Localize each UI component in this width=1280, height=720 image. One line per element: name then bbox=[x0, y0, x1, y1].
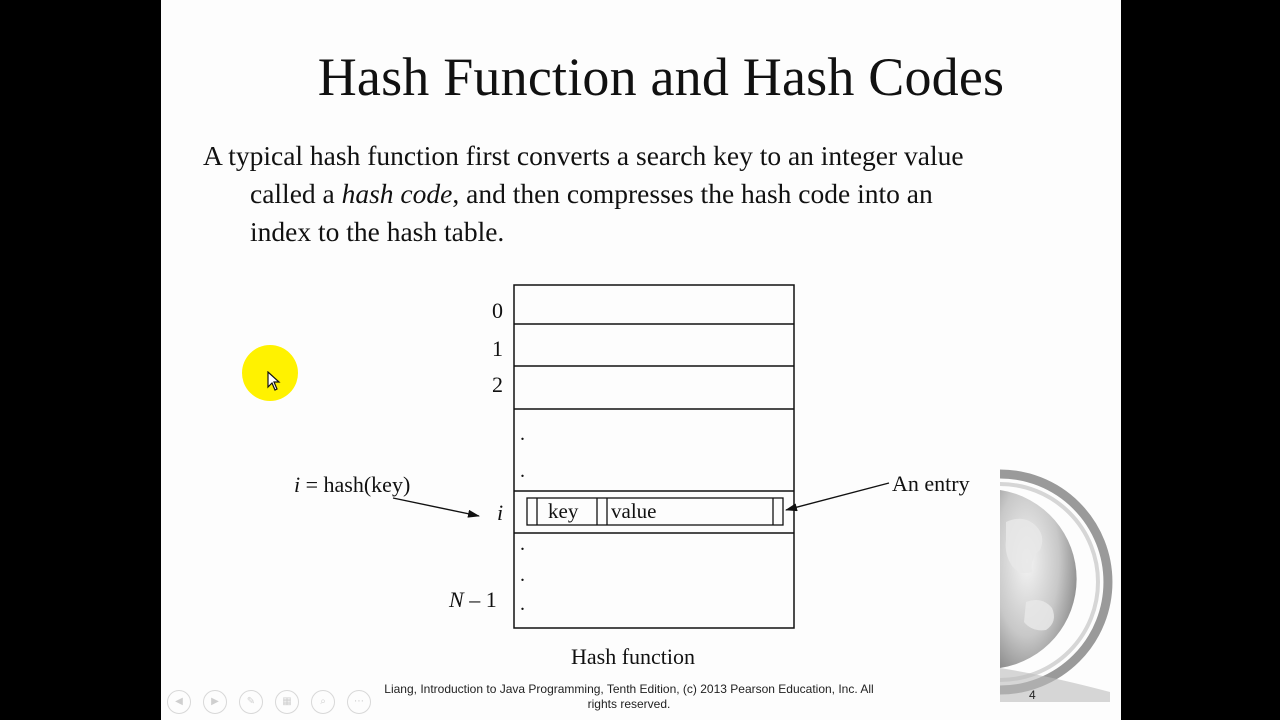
more-options-button[interactable]: ⋯ bbox=[347, 690, 371, 714]
paragraph-line-3: index to the hash table. bbox=[250, 216, 505, 247]
entry-arrow bbox=[785, 482, 890, 512]
hash-table bbox=[513, 284, 795, 629]
paragraph-line-2: called a hash code, and then compresses … bbox=[203, 175, 1103, 213]
ellipsis-dot: . bbox=[520, 533, 525, 555]
slide: Hash Function and Hash Codes A typical h… bbox=[161, 0, 1121, 720]
entry-value-label: value bbox=[611, 499, 656, 523]
slide-title: Hash Function and Hash Codes bbox=[317, 47, 1005, 107]
row-label-0: 0 bbox=[492, 298, 503, 323]
globe-decoration bbox=[999, 469, 1113, 702]
hash-call-rest: = hash(key) bbox=[300, 472, 410, 497]
laser-pointer-highlight bbox=[242, 345, 298, 401]
paragraph-line-1: A typical hash function first converts a… bbox=[203, 140, 964, 171]
mouse-cursor-icon bbox=[267, 371, 281, 391]
hash-call-label: i = hash(key) bbox=[294, 472, 410, 497]
diagram-caption: Hash function bbox=[571, 644, 695, 669]
next-slide-button[interactable]: ▶ bbox=[203, 690, 227, 714]
row-label-i: i bbox=[497, 500, 503, 525]
slide-paragraph: A typical hash function first converts a… bbox=[203, 137, 1103, 251]
entry-box bbox=[526, 497, 784, 526]
row-label-2: 2 bbox=[492, 372, 503, 397]
entry-key-label: key bbox=[548, 499, 579, 523]
previous-slide-button[interactable]: ◀ bbox=[167, 690, 191, 714]
footer-line-2: rights reserved. bbox=[587, 697, 671, 711]
hash-arrow bbox=[392, 497, 480, 518]
slide-footer: Liang, Introduction to Java Programming,… bbox=[349, 682, 909, 712]
hash-table-diagram: 0 1 2 i N – 1 . . . . . key value i = ha… bbox=[294, 284, 970, 669]
pen-tool-button[interactable]: ✎ bbox=[239, 690, 263, 714]
row-label-1: 1 bbox=[492, 336, 503, 361]
zoom-button[interactable]: ⌕ bbox=[311, 690, 335, 714]
footer-line-1: Liang, Introduction to Java Programming,… bbox=[384, 682, 874, 696]
paragraph-line-2-pre: called a bbox=[250, 178, 342, 209]
ellipsis-dot: . bbox=[520, 423, 525, 445]
row-label-n-minus-1: N – 1 bbox=[448, 587, 497, 612]
paragraph-line-2-post: , and then compresses the hash code into… bbox=[452, 178, 933, 209]
ellipsis-dot: . bbox=[520, 593, 525, 615]
hash-call-i: i bbox=[294, 472, 300, 497]
ellipsis-dot: . bbox=[520, 564, 525, 586]
see-all-slides-button[interactable]: ▦ bbox=[275, 690, 299, 714]
entry-label: An entry bbox=[892, 471, 970, 496]
hash-code-term: hash code bbox=[341, 178, 453, 209]
ellipsis-dot: . bbox=[520, 460, 525, 482]
page-number: 4 bbox=[1029, 688, 1036, 702]
